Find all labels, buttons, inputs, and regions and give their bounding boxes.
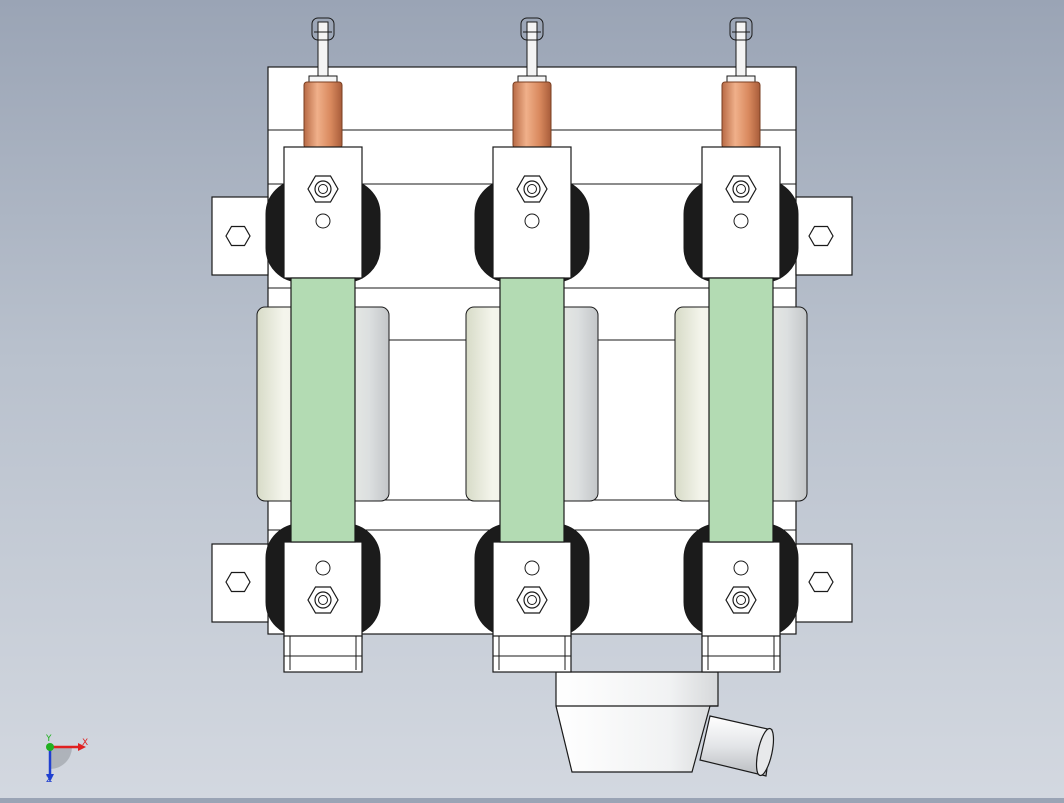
coordinate-triad: X Y Z	[45, 734, 88, 785]
phase-assembly-2	[465, 17, 599, 673]
hex-bolt-icon	[808, 225, 834, 247]
hex-bolt-icon	[808, 571, 834, 593]
copper-rod	[512, 81, 552, 149]
clamp-foot	[492, 635, 572, 673]
mounting-hole	[733, 213, 749, 229]
phase-assembly-1	[256, 17, 390, 673]
y-axis-dot	[46, 743, 54, 751]
insulator-strip	[290, 277, 356, 543]
mounting-hole	[733, 560, 749, 576]
outlet-pipe-mouth	[755, 727, 775, 777]
terminal-pin	[735, 21, 747, 81]
mounting-hole	[524, 560, 540, 576]
insulator-strip	[708, 277, 774, 543]
mounting-hole	[524, 213, 540, 229]
clevis-loop	[520, 17, 544, 41]
clamp-block-top	[492, 146, 572, 279]
phase-assembly-3	[674, 17, 808, 673]
x-axis-label: X	[82, 738, 88, 748]
z-axis-label: Z	[46, 775, 52, 785]
clevis-loop	[729, 17, 753, 41]
outlet-pipe	[699, 715, 773, 777]
hex-bolt-icon	[225, 225, 251, 247]
y-axis-label: Y	[45, 734, 52, 744]
clamp-block-top	[701, 146, 781, 279]
pin-collar	[726, 75, 756, 83]
terminal-pin	[317, 21, 329, 81]
nut-bore	[527, 595, 537, 605]
triad-quadrant	[50, 747, 72, 769]
lug-hex-bolts	[225, 225, 834, 593]
clevis-loop	[311, 17, 335, 41]
pin-collar	[308, 75, 338, 83]
bottom-outlet-hopper	[555, 671, 775, 777]
nut-bore	[736, 595, 746, 605]
phase-assemblies	[256, 17, 808, 673]
nut-bore	[318, 184, 328, 194]
copper-rod	[721, 81, 761, 149]
nut-bore	[527, 184, 537, 194]
mounting-hole	[315, 213, 331, 229]
copper-rod	[303, 81, 343, 149]
mounting-lugs	[211, 196, 853, 623]
nut-bore	[318, 595, 328, 605]
clamp-foot	[283, 635, 363, 673]
clamp-foot	[701, 635, 781, 673]
pin-collar	[517, 75, 547, 83]
nut-bore	[736, 184, 746, 194]
clamp-block-top	[283, 146, 363, 279]
hex-bolt-icon	[225, 571, 251, 593]
terminal-pin	[526, 21, 538, 81]
insulator-strip	[499, 277, 565, 543]
mounting-hole	[315, 560, 331, 576]
